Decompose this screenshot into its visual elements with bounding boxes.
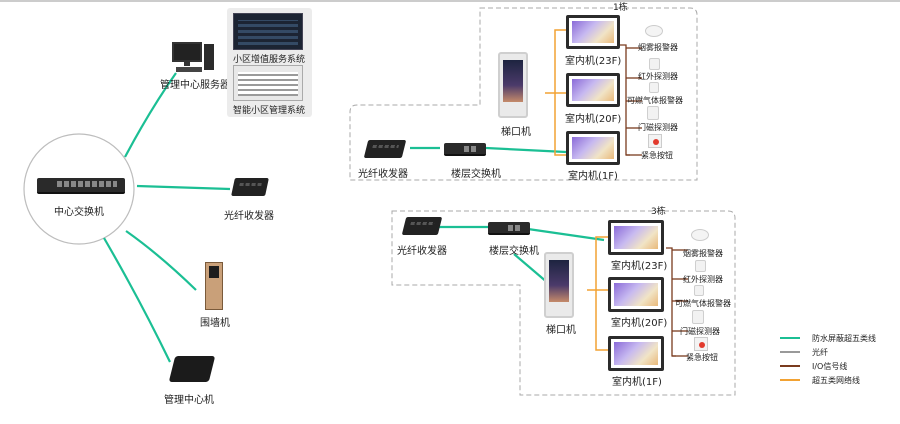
b1-indoor-23-device	[566, 15, 620, 49]
b1-fiber-transceiver-device	[363, 140, 407, 158]
b1-indoor-1-device	[566, 131, 620, 165]
legend-item: I/O信号线	[812, 362, 848, 371]
b3-gas-label: 可燃气体报警器	[675, 299, 731, 308]
b3-floor-switch-label: 楼层交换机	[489, 246, 539, 257]
mgmt-center-unit-label: 管理中心机	[164, 395, 214, 406]
b1-infrared-icon	[649, 58, 660, 70]
building1-title: 1栋	[613, 3, 628, 13]
fiber-transceiver-main-device	[231, 178, 269, 196]
wall-unit-device	[205, 262, 223, 310]
b1-indoor-1-label: 室内机(1F)	[568, 171, 618, 182]
center-switch-label: 中心交换机	[54, 207, 104, 218]
b3-door-unit-label: 梯口机	[546, 325, 576, 336]
building3-boundary	[391, 210, 736, 396]
b1-door-unit-label: 梯口机	[501, 127, 531, 138]
center-switch-device	[37, 178, 125, 194]
cat5-lines-b3	[587, 236, 608, 351]
b1-emergency-label: 紧急按钮	[641, 151, 673, 160]
b1-floor-switch-label: 楼层交换机	[451, 169, 501, 180]
b1-emergency-icon	[648, 134, 662, 148]
b1-door-sensor-icon	[647, 106, 659, 120]
wall-unit-label: 围墙机	[200, 318, 230, 329]
b1-indoor-20-label: 室内机(20F)	[565, 114, 622, 125]
b3-smoke-icon	[691, 229, 709, 241]
b1-indoor-20-device	[566, 73, 620, 107]
value-added-system-screen	[233, 13, 303, 50]
io-lines-b1	[620, 44, 642, 156]
io-lines-b3	[666, 247, 688, 357]
b1-smoke-icon	[645, 25, 663, 37]
b3-indoor-23-device	[608, 220, 664, 255]
b3-emergency-label: 紧急按钮	[686, 353, 718, 362]
b1-floor-switch-device	[444, 143, 486, 156]
building3-title: 3栋	[651, 207, 666, 217]
b3-indoor-23-label: 室内机(23F)	[611, 261, 668, 272]
value-added-system-label: 小区增值服务系统	[233, 55, 306, 65]
cat5-shielded-lines	[103, 72, 605, 363]
mgmt-server-icon	[172, 42, 214, 72]
b3-indoor-20-device	[608, 277, 664, 312]
b3-door-sensor-label: 门磁探测器	[680, 327, 720, 336]
b3-door-sensor-icon	[692, 310, 704, 324]
b1-door-unit-device	[498, 52, 528, 118]
smart-mgmt-system-screen	[233, 65, 303, 101]
b3-emergency-icon	[694, 337, 708, 351]
legend-lines	[780, 337, 800, 381]
b1-smoke-label: 烟雾报警器	[638, 43, 678, 52]
b1-gas-icon	[649, 82, 659, 93]
b3-door-unit-device	[544, 252, 574, 318]
b3-fiber-transceiver-label: 光纤收发器	[397, 246, 447, 257]
b3-smoke-label: 烟雾报警器	[683, 249, 723, 258]
b1-gas-label: 可燃气体报警器	[627, 96, 683, 105]
b1-indoor-23-label: 室内机(23F)	[565, 56, 622, 67]
legend-item: 超五类网络线	[812, 376, 860, 385]
legend-item: 光纤	[812, 348, 828, 357]
center-switch-circle	[23, 133, 135, 245]
b3-infrared-label: 红外探测器	[683, 275, 723, 284]
cat5-lines-b1	[545, 29, 566, 156]
b3-fiber-transceiver-device	[401, 217, 443, 235]
legend-item: 防水屏蔽超五类线	[812, 334, 876, 343]
b1-fiber-transceiver-label: 光纤收发器	[358, 169, 408, 180]
mgmt-server-label: 管理中心服务器	[160, 80, 230, 91]
b3-indoor-1-label: 室内机(1F)	[612, 377, 662, 388]
smart-mgmt-system-label: 智能小区管理系统	[233, 106, 306, 116]
mgmt-center-unit-device	[168, 356, 216, 382]
b3-indoor-20-label: 室内机(20F)	[611, 318, 668, 329]
b3-indoor-1-device	[608, 336, 664, 371]
fiber-transceiver-main-label: 光纤收发器	[224, 211, 274, 222]
b3-gas-icon	[694, 285, 704, 296]
b1-infrared-label: 红外探测器	[638, 72, 678, 81]
b1-door-sensor-label: 门磁探测器	[638, 123, 678, 132]
b3-infrared-icon	[695, 260, 706, 272]
b3-floor-switch-device	[488, 222, 530, 235]
building1-boundary	[349, 7, 698, 181]
